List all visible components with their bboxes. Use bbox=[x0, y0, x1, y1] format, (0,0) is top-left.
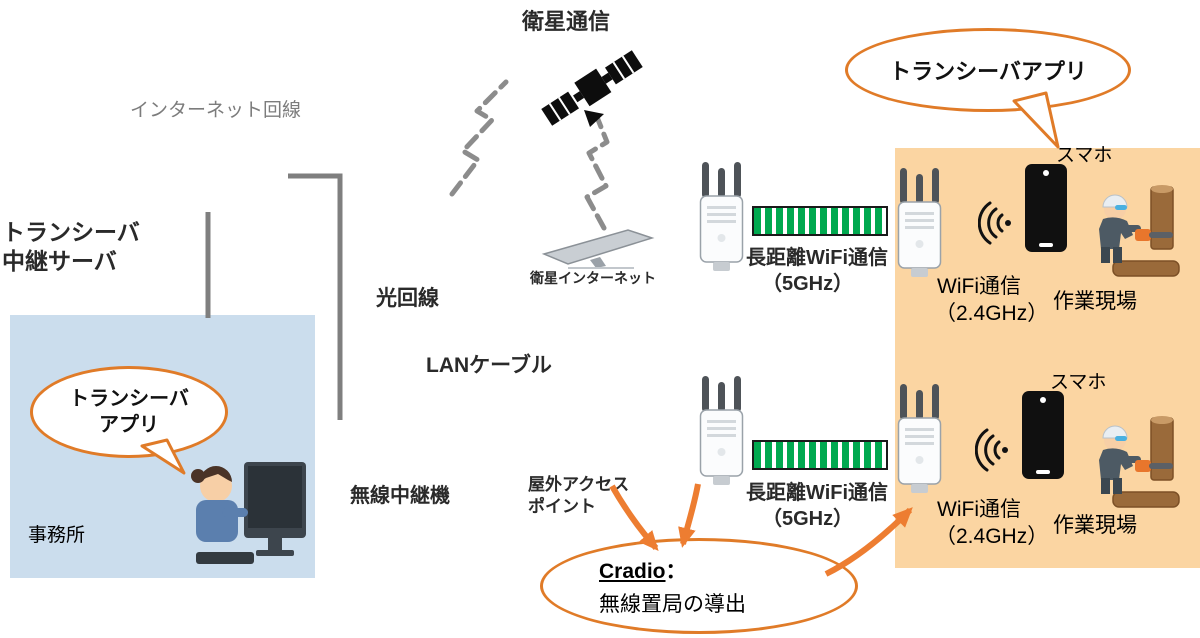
bubble-text-line1: トランシーバ bbox=[69, 388, 189, 410]
cradio-description: 無線置局の導出 bbox=[599, 592, 746, 616]
phone-label: スマホ bbox=[1050, 372, 1107, 393]
bridge-link-band: （5GHz） bbox=[762, 273, 854, 295]
cradio-callout: Cradio： 無線置局の導出 bbox=[540, 538, 858, 634]
bubble-text: トランシーバアプリ bbox=[889, 59, 1087, 84]
access-point-icon bbox=[699, 162, 744, 271]
access-point-icon bbox=[897, 168, 942, 277]
wireless-bridge-icon bbox=[752, 440, 888, 470]
optical-line-label: 光回線 bbox=[376, 287, 439, 310]
wifi-band-label: （2.4GHz） bbox=[935, 525, 1049, 548]
wifi-label: WiFi通信 bbox=[937, 498, 1021, 521]
relay-label: 無線中継機 bbox=[350, 485, 450, 507]
office-app-speech-bubble: トランシーバ アプリ bbox=[30, 366, 228, 458]
cradio-name: Cradio bbox=[599, 559, 666, 583]
access-point-icon bbox=[699, 376, 744, 485]
bubble-text-line2: アプリ bbox=[99, 414, 159, 436]
smartphone-icon bbox=[1025, 164, 1067, 252]
wifi-label: WiFi通信 bbox=[937, 275, 1021, 298]
phone-label: スマホ bbox=[1056, 145, 1113, 166]
wifi-signal-icon bbox=[975, 428, 1008, 472]
bridge-link-label: 長距離WiFi通信 bbox=[746, 482, 889, 504]
chainsaw-worker-illustration bbox=[1099, 185, 1180, 277]
satellite-dish-icon bbox=[541, 229, 655, 269]
cradio-title-line: Cradio： bbox=[599, 555, 687, 585]
worksite-label: 作業現場 bbox=[1053, 514, 1137, 537]
server-label: トランシーバ 中継サーバ bbox=[2, 219, 140, 274]
office-worker-illustration bbox=[191, 462, 306, 564]
wifi-signal-icon bbox=[978, 201, 1011, 245]
bridge-link-label: 長距離WiFi通信 bbox=[746, 247, 889, 269]
access-point-icon bbox=[897, 384, 942, 493]
wifi-band-label: （2.4GHz） bbox=[935, 302, 1049, 325]
bridge-link-band: （5GHz） bbox=[762, 508, 854, 530]
lan-cable-label: LANケーブル bbox=[426, 354, 552, 377]
worksite-app-speech-bubble: トランシーバアプリ bbox=[845, 28, 1131, 112]
chainsaw-worker-illustration bbox=[1099, 416, 1180, 508]
outdoor-ap-label: 屋外アクセス ポイント bbox=[528, 475, 630, 516]
satellite-label: 衛星通信 bbox=[522, 9, 611, 34]
smartphone-icon bbox=[1022, 391, 1064, 479]
phone-home-bar bbox=[1039, 243, 1053, 247]
dish-label: 衛星インターネット bbox=[530, 270, 656, 286]
office-caption: 事務所 bbox=[28, 525, 86, 546]
phone-home-bar bbox=[1036, 470, 1050, 474]
phone-camera-dot bbox=[1043, 170, 1049, 176]
cradio-separator: ： bbox=[665, 559, 687, 583]
phone-camera-dot bbox=[1040, 397, 1046, 403]
internet-line-label: インターネット回線 bbox=[130, 100, 302, 121]
satellite-icon bbox=[541, 50, 643, 127]
worksite-label: 作業現場 bbox=[1053, 290, 1137, 313]
wireless-bridge-icon bbox=[752, 206, 888, 236]
